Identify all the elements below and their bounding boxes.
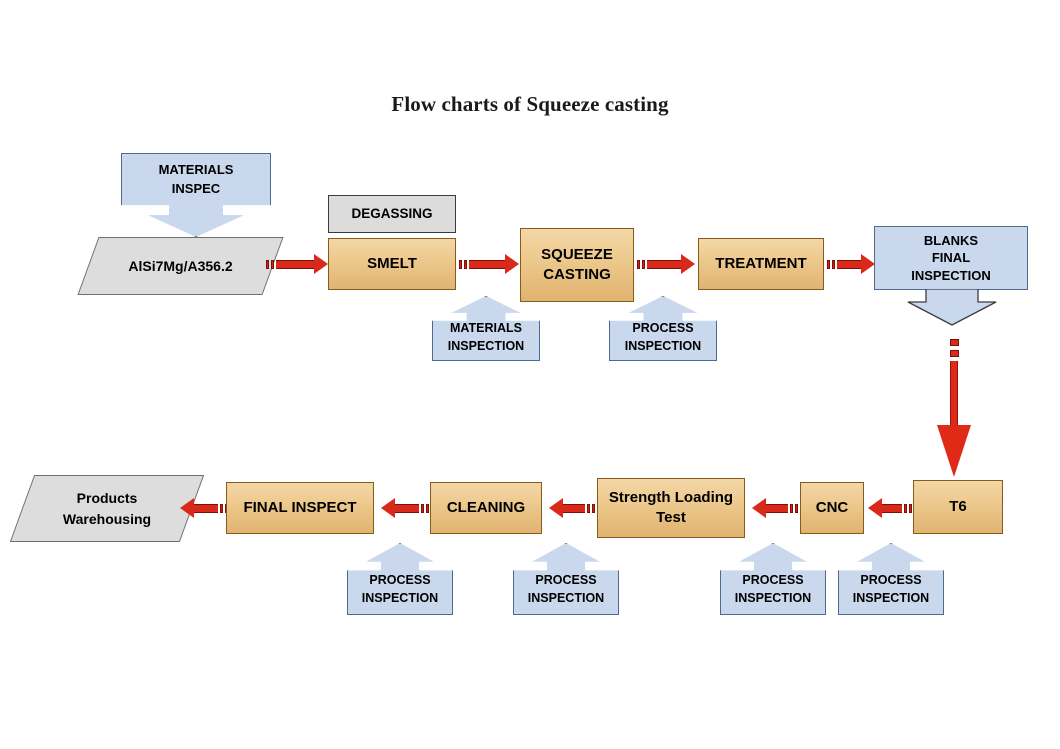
node-blanks-line2: FINAL [931,250,971,266]
callout-process-inspection-final [347,543,453,615]
node-cleaning: CLEANING [430,482,542,534]
arrow-dash [592,503,595,513]
node-squeeze-casting: SQUEEZE CASTING [520,228,634,302]
arrow-final-inspect-to-warehousing [180,498,228,518]
arrow-dash [459,259,462,269]
arrow-dash [949,350,959,357]
node-cleaning-label: CLEANING [446,499,526,517]
arrow-dash [832,259,835,269]
products-warehousing-line1: Products [76,489,138,506]
products-warehousing-label: Products Warehousing [22,475,192,542]
node-final-inspect-label: FINAL INSPECT [243,499,357,517]
arrow-head [868,498,882,518]
arrow-shaft [837,259,861,269]
arrow-treatment-to-blanks [827,254,875,274]
node-strength-line2: Test [656,509,686,526]
callout-process-inspection-cleaning [513,543,619,615]
node-final-inspect: FINAL INSPECT [226,482,374,534]
arrow-dash [790,503,793,513]
arrow-dash [949,339,959,346]
node-degassing-label: DEGASSING [351,206,433,222]
arrow-head [314,254,328,274]
node-smelt: SMELT [328,238,456,290]
arrow-dash [827,259,830,269]
arrow-shaft [882,503,902,513]
node-blanks-line3: INSPECTION [911,267,991,283]
node-treatment-label: TREATMENT [715,255,807,273]
page-title: Flow charts of Squeeze casting [391,92,669,116]
node-t6-label: T6 [949,498,967,516]
arrow-head [681,254,695,274]
arrow-smelt-to-squeeze [459,254,519,274]
node-strength-line1: Strength Loading [608,489,734,507]
node-blanks-final-inspection-label: BLANKS FINAL INSPECTION [875,232,1027,283]
arrow-shaft [395,503,419,513]
callout-materials-inspec [121,153,271,237]
node-blanks-line1: BLANKS [923,233,979,249]
arrow-t6-to-cnc [868,498,912,518]
callout-process-inspection-cnc [838,543,944,615]
node-cnc: CNC [800,482,864,534]
arrow-dash [464,259,467,269]
arrow-head [505,254,519,274]
arrow-shaft [647,259,681,269]
arrow-dash [904,503,907,513]
arrow-dash [795,503,798,513]
node-t6: T6 [913,480,1003,534]
callout-process-inspection-squeeze [609,296,717,361]
arrow-head [752,498,766,518]
arrow-shaft [563,503,585,513]
arrow-shaft [276,259,314,269]
arrow-blanks-down [907,289,997,326]
arrow-shaft [950,361,958,425]
arrow-dash [587,503,590,513]
node-strength-loading-test-label: Strength Loading Test [598,488,744,528]
arrow-head [180,498,194,518]
arrow-dash [637,259,640,269]
arrow-dash [642,259,645,269]
node-blanks-final-inspection: BLANKS FINAL INSPECTION [874,226,1028,290]
node-treatment: TREATMENT [698,238,824,290]
callout-process-inspection-strength [720,543,826,615]
arrow-shaft [194,503,218,513]
arrow-blanks-to-t6 [937,339,971,479]
arrow-squeeze-to-treatment [637,254,695,274]
callout-materials-inspection-smelt [432,296,540,361]
node-degassing: DEGASSING [328,195,456,233]
arrow-strength-to-cleaning [549,498,595,518]
material-spec-label: AlSi7Mg/A356.2 [128,257,233,274]
products-warehousing-line2: Warehousing [62,510,152,527]
arrow-head [381,498,395,518]
arrow-head [937,425,971,477]
node-smelt-label: SMELT [367,255,417,273]
arrow-shaft [766,503,788,513]
arrow-head [549,498,563,518]
arrow-cnc-to-strength [752,498,798,518]
arrow-dash [271,259,274,269]
arrow-dash [266,259,269,269]
arrow-dash [426,503,429,513]
arrow-material-to-smelt [266,254,328,274]
arrow-dash [220,503,223,513]
node-squeeze-casting-line2: CASTING [543,266,611,283]
node-squeeze-casting-label: SQUEEZE CASTING [521,245,633,285]
arrow-cleaning-to-final-inspect [381,498,429,518]
arrow-head [861,254,875,274]
node-squeeze-casting-line1: SQUEEZE [541,246,613,264]
arrow-shaft [469,259,505,269]
node-strength-loading-test: Strength Loading Test [597,478,745,538]
arrow-dash [421,503,424,513]
arrow-dash [909,503,912,513]
node-cnc-label: CNC [815,499,849,517]
